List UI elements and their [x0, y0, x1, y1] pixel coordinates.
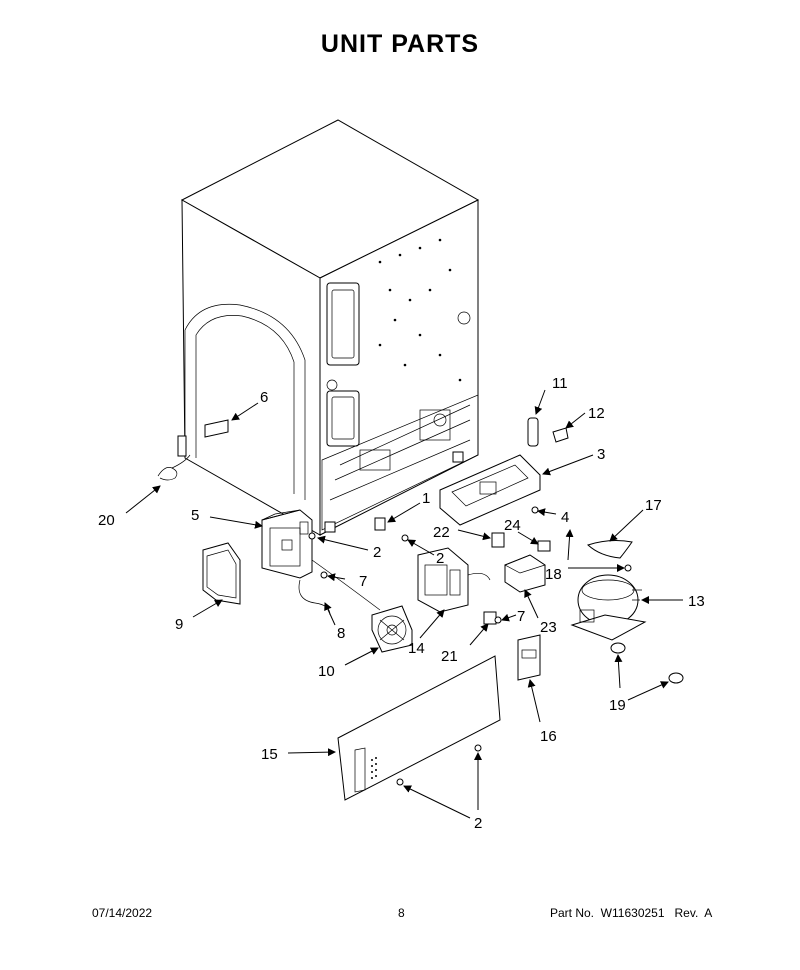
callout-9: 9	[175, 616, 183, 633]
bracket-part-1	[374, 517, 386, 531]
electronic-board-part-14	[417, 547, 491, 613]
callout-16: 16	[540, 728, 557, 745]
callout-20: 20	[98, 512, 115, 529]
leader-lines	[125, 389, 683, 819]
connector-part-24	[537, 540, 551, 552]
callout-2: 2	[436, 550, 444, 567]
callout-23: 23	[540, 619, 557, 636]
sensor-part-16	[517, 634, 541, 681]
callout-5: 5	[191, 507, 199, 524]
control-box-part-5	[261, 509, 313, 579]
callout-17: 17	[645, 497, 662, 514]
insulation-part-17	[587, 540, 633, 559]
callout-labels: 1 2 2 2 3 4 5 6 7 7 8 9 10 11 12 13 14 1…	[98, 375, 705, 832]
footer-part-number: Part No. W11630251 Rev. A	[550, 906, 713, 920]
callout-12: 12	[588, 405, 605, 422]
power-cord-part-20	[157, 454, 191, 481]
callout-2: 2	[474, 815, 482, 832]
relay-part-23	[504, 554, 546, 593]
callout-4: 4	[561, 509, 569, 526]
callout-8: 8	[337, 625, 345, 642]
callout-2: 2	[373, 544, 381, 561]
screws	[308, 506, 632, 786]
callout-7: 7	[517, 608, 525, 625]
callout-21: 21	[441, 648, 458, 665]
callout-15: 15	[261, 746, 278, 763]
callout-10: 10	[318, 663, 335, 680]
callout-3: 3	[597, 446, 605, 463]
callout-1: 1	[422, 490, 430, 507]
callout-11: 11	[552, 375, 568, 392]
grommet-part-19	[610, 642, 684, 684]
callout-6: 6	[260, 389, 268, 406]
callout-22: 22	[433, 524, 450, 541]
refrigerator-cabinet	[177, 119, 480, 536]
access-panel-part-15	[337, 655, 501, 801]
cover-part-9	[202, 542, 241, 605]
clip-part-12	[552, 427, 569, 443]
clip-part-21	[483, 611, 497, 625]
compressor-part-13	[570, 574, 647, 641]
callout-24: 24	[504, 517, 521, 534]
callout-13: 13	[688, 593, 705, 610]
page-title: UNIT PARTS	[320, 30, 480, 58]
callout-14: 14	[408, 640, 425, 657]
filter-tube-part-11	[527, 417, 539, 447]
callout-7: 7	[359, 573, 367, 590]
footer-date: 07/14/2022	[92, 906, 153, 920]
fan-part-10	[371, 605, 413, 653]
connector-part-22	[491, 532, 505, 548]
footer-page-number: 8	[398, 906, 405, 920]
callout-18: 18	[545, 566, 562, 583]
drain-tube-part-6	[204, 419, 229, 438]
callout-19: 19	[609, 697, 626, 714]
drain-tray-part-3	[439, 454, 541, 526]
